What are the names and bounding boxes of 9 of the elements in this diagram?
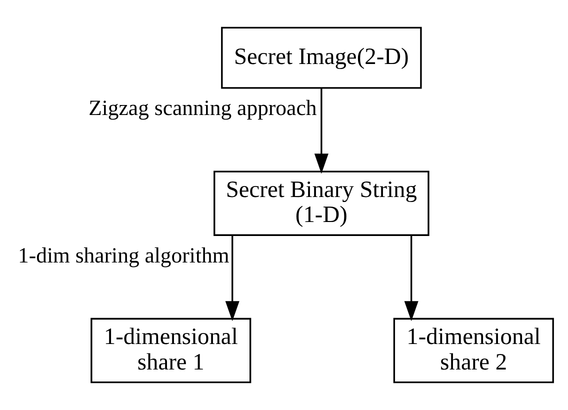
- node-box: 1-dimensional share 1: [90, 318, 252, 384]
- node-box: Secret Binary String (1-D): [214, 170, 430, 236]
- node-box: Secret Image(2-D): [221, 26, 422, 89]
- edge-label: Zigzag scanning approach: [88, 96, 317, 120]
- arrow: [404, 235, 418, 322]
- node-box: 1-dimensional share 2: [393, 318, 554, 384]
- arrow: [314, 88, 328, 174]
- arrow: [225, 235, 240, 322]
- edge-label: 1-dim sharing algorithm: [18, 244, 230, 268]
